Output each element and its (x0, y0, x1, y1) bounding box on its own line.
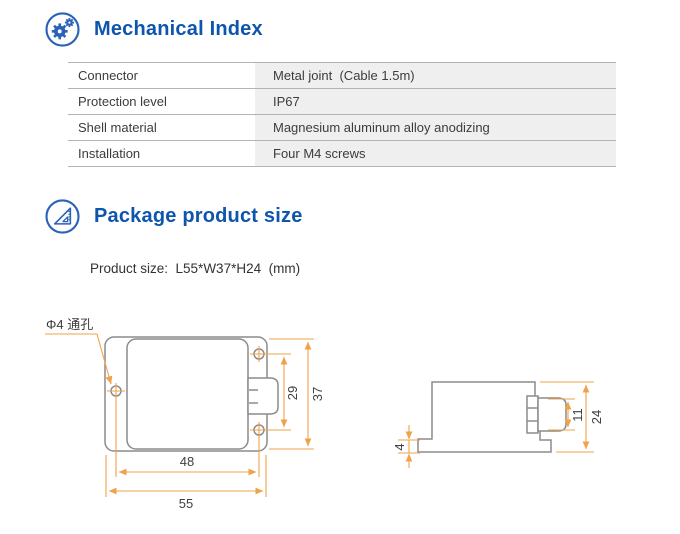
spec-label-cell: Connector (68, 63, 255, 88)
connector-tab-outline (247, 377, 279, 415)
table-row: Shell material Magnesium aluminum alloy … (68, 114, 616, 140)
spec-value-cell: Metal joint (Cable 1.5m) (255, 63, 616, 88)
package-size-header: Package product size (44, 198, 303, 235)
spec-label-cell: Shell material (68, 115, 255, 140)
connector-flange-outline (526, 395, 539, 434)
hole-callout-label: Φ4 通孔 (46, 317, 93, 332)
section-title-mechanical: Mechanical Index (94, 18, 263, 40)
dim-48: 48 (180, 454, 194, 469)
dim-29: 29 (285, 386, 300, 400)
spec-value-cell: Four M4 screws (255, 141, 616, 166)
dim-37: 37 (310, 387, 325, 401)
dim-55: 55 (179, 496, 193, 511)
mechanical-spec-table: Connector Metal joint (Cable 1.5m) Prote… (68, 62, 616, 167)
spec-label-cell: Installation (68, 141, 255, 166)
gears-icon (45, 12, 80, 47)
product-size-text: Product size: L55*W37*H24 (mm) (90, 261, 301, 276)
dimension-drawings: Φ4 通孔 48 55 29 37 11 24 (45, 317, 604, 511)
connector-plug-outline (537, 397, 567, 432)
set-square-icon (45, 199, 80, 234)
side-view-drawing: 11 24 4 (392, 381, 604, 468)
dim-11: 11 (570, 408, 585, 422)
spec-value-cell: Magnesium aluminum alloy anodizing (255, 115, 616, 140)
dim-24: 24 (589, 410, 604, 424)
spec-label-cell: Protection level (68, 89, 255, 114)
top-view-drawing: Φ4 通孔 48 55 29 37 (45, 317, 325, 511)
table-row: Installation Four M4 screws (68, 140, 616, 167)
body-outline (126, 338, 249, 450)
section-title-package: Package product size (94, 205, 303, 227)
gear-small (64, 18, 74, 28)
mechanical-index-header: Mechanical Index (44, 11, 263, 48)
dim-4: 4 (392, 443, 407, 450)
table-row: Protection level IP67 (68, 88, 616, 114)
table-row: Connector Metal joint (Cable 1.5m) (68, 62, 616, 88)
spec-value-cell: IP67 (255, 89, 616, 114)
gear-large (51, 23, 68, 40)
